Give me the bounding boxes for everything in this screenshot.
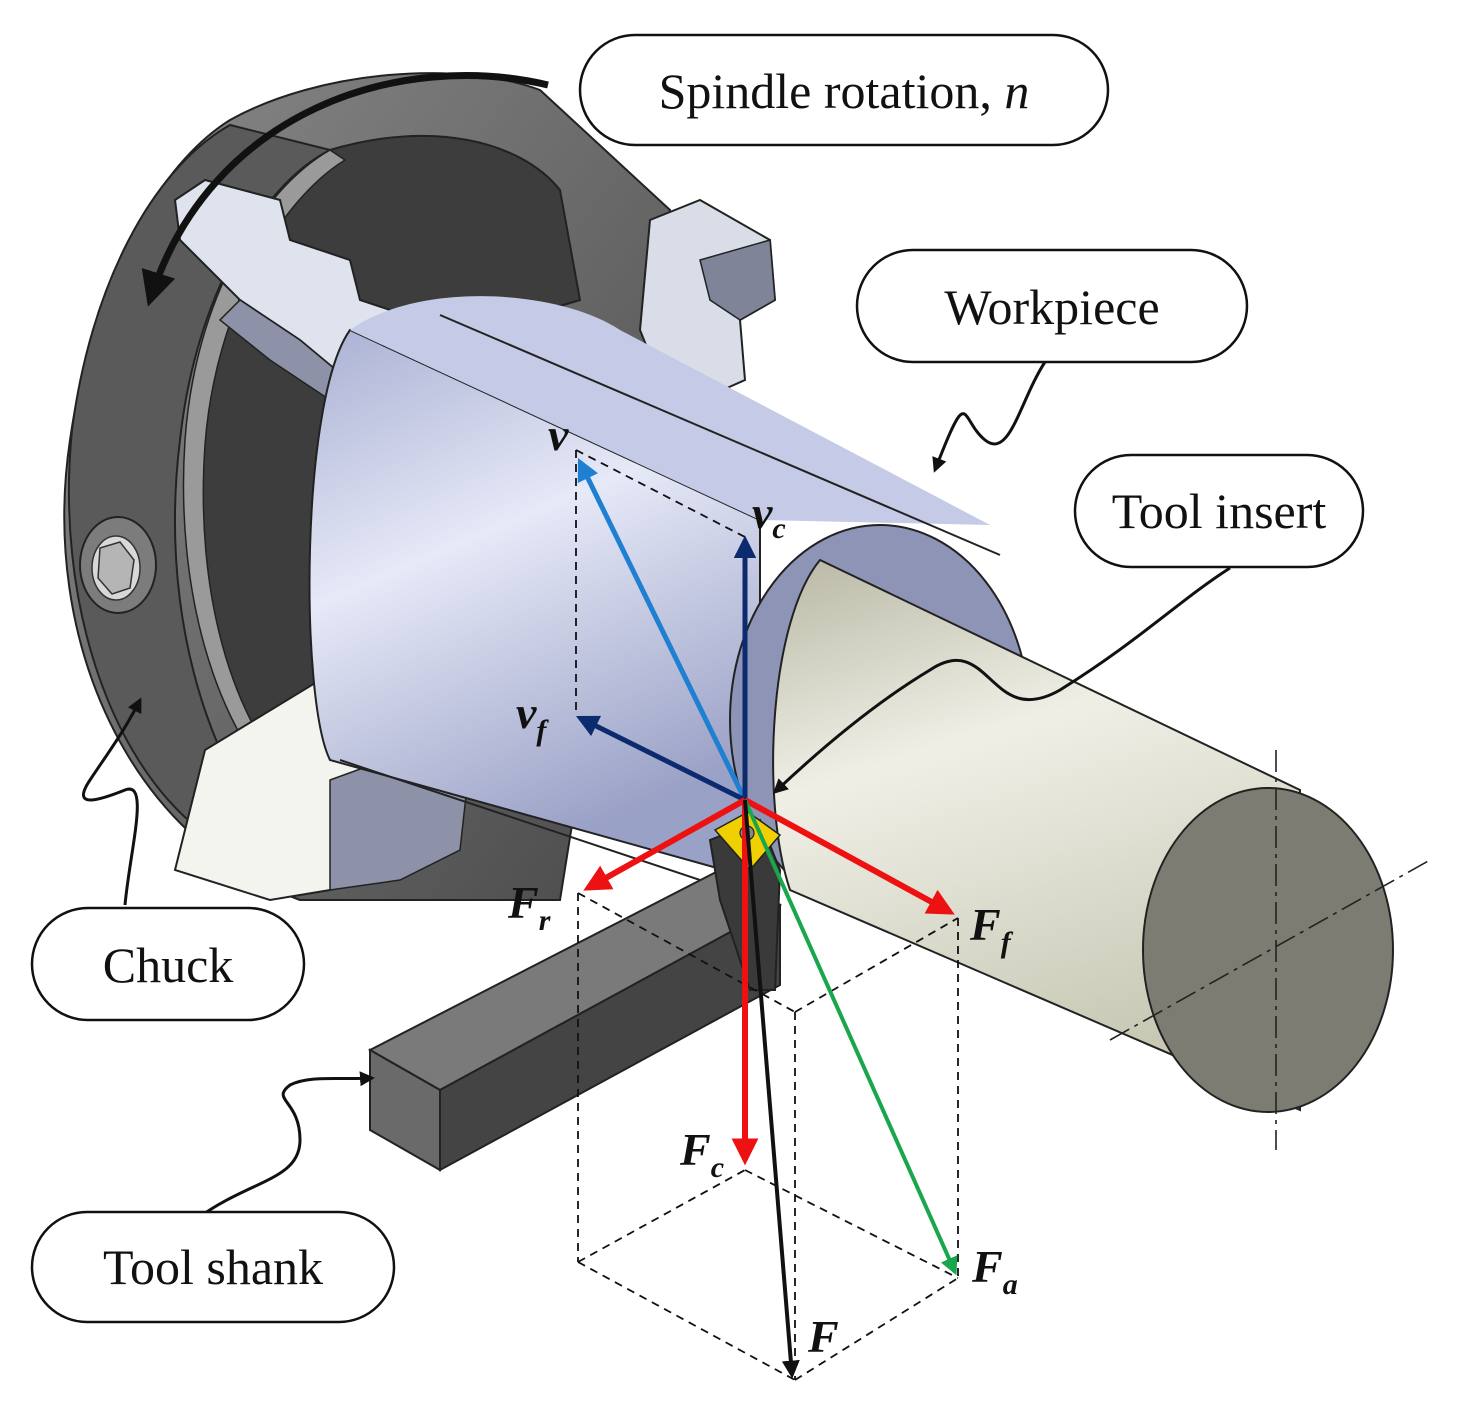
vector-vf-arrow [575, 715, 747, 803]
callout-workpiece: Workpiece [855, 248, 1249, 364]
vector-Fr-label: Fr [507, 877, 551, 937]
vector-Fa-label: Fa [971, 1241, 1018, 1301]
svg-text:Chuck: Chuck [103, 937, 234, 993]
callout-leaders [82, 361, 1231, 1220]
vector-F-label: F [807, 1311, 839, 1362]
spindle-rotation-arrow [141, 72, 549, 307]
construction-lines [575, 449, 959, 1381]
vector-F-arrow [743, 799, 800, 1379]
vector-Fc-label: Fc [679, 1124, 724, 1184]
vector-Ff-arrow [743, 797, 955, 915]
svg-text:Tool shank: Tool shank [103, 1239, 323, 1295]
vector-Fa-arrow [743, 799, 958, 1276]
callout-spindle-rotation: Spindle rotation, n [578, 33, 1110, 147]
vector-Fr-arrow [583, 797, 747, 891]
workpiece-shaft [772, 558, 1431, 1150]
vector-vc-label: vc [752, 487, 786, 545]
callout-tool-insert: Tool insert [1073, 453, 1365, 569]
svg-text:Spindle rotation, n: Spindle rotation, n [659, 63, 1030, 119]
vector-Ff-label: Ff [969, 899, 1014, 959]
callout-tool-shank: Tool shank [30, 1210, 396, 1324]
vector-v-label: v [548, 409, 569, 460]
svg-text:Tool insert: Tool insert [1112, 483, 1327, 539]
vector-v-arrow [577, 457, 748, 802]
callout-chuck: Chuck [30, 906, 306, 1022]
vector-vf-label: vf [516, 687, 549, 747]
svg-text:Workpiece: Workpiece [944, 279, 1159, 335]
